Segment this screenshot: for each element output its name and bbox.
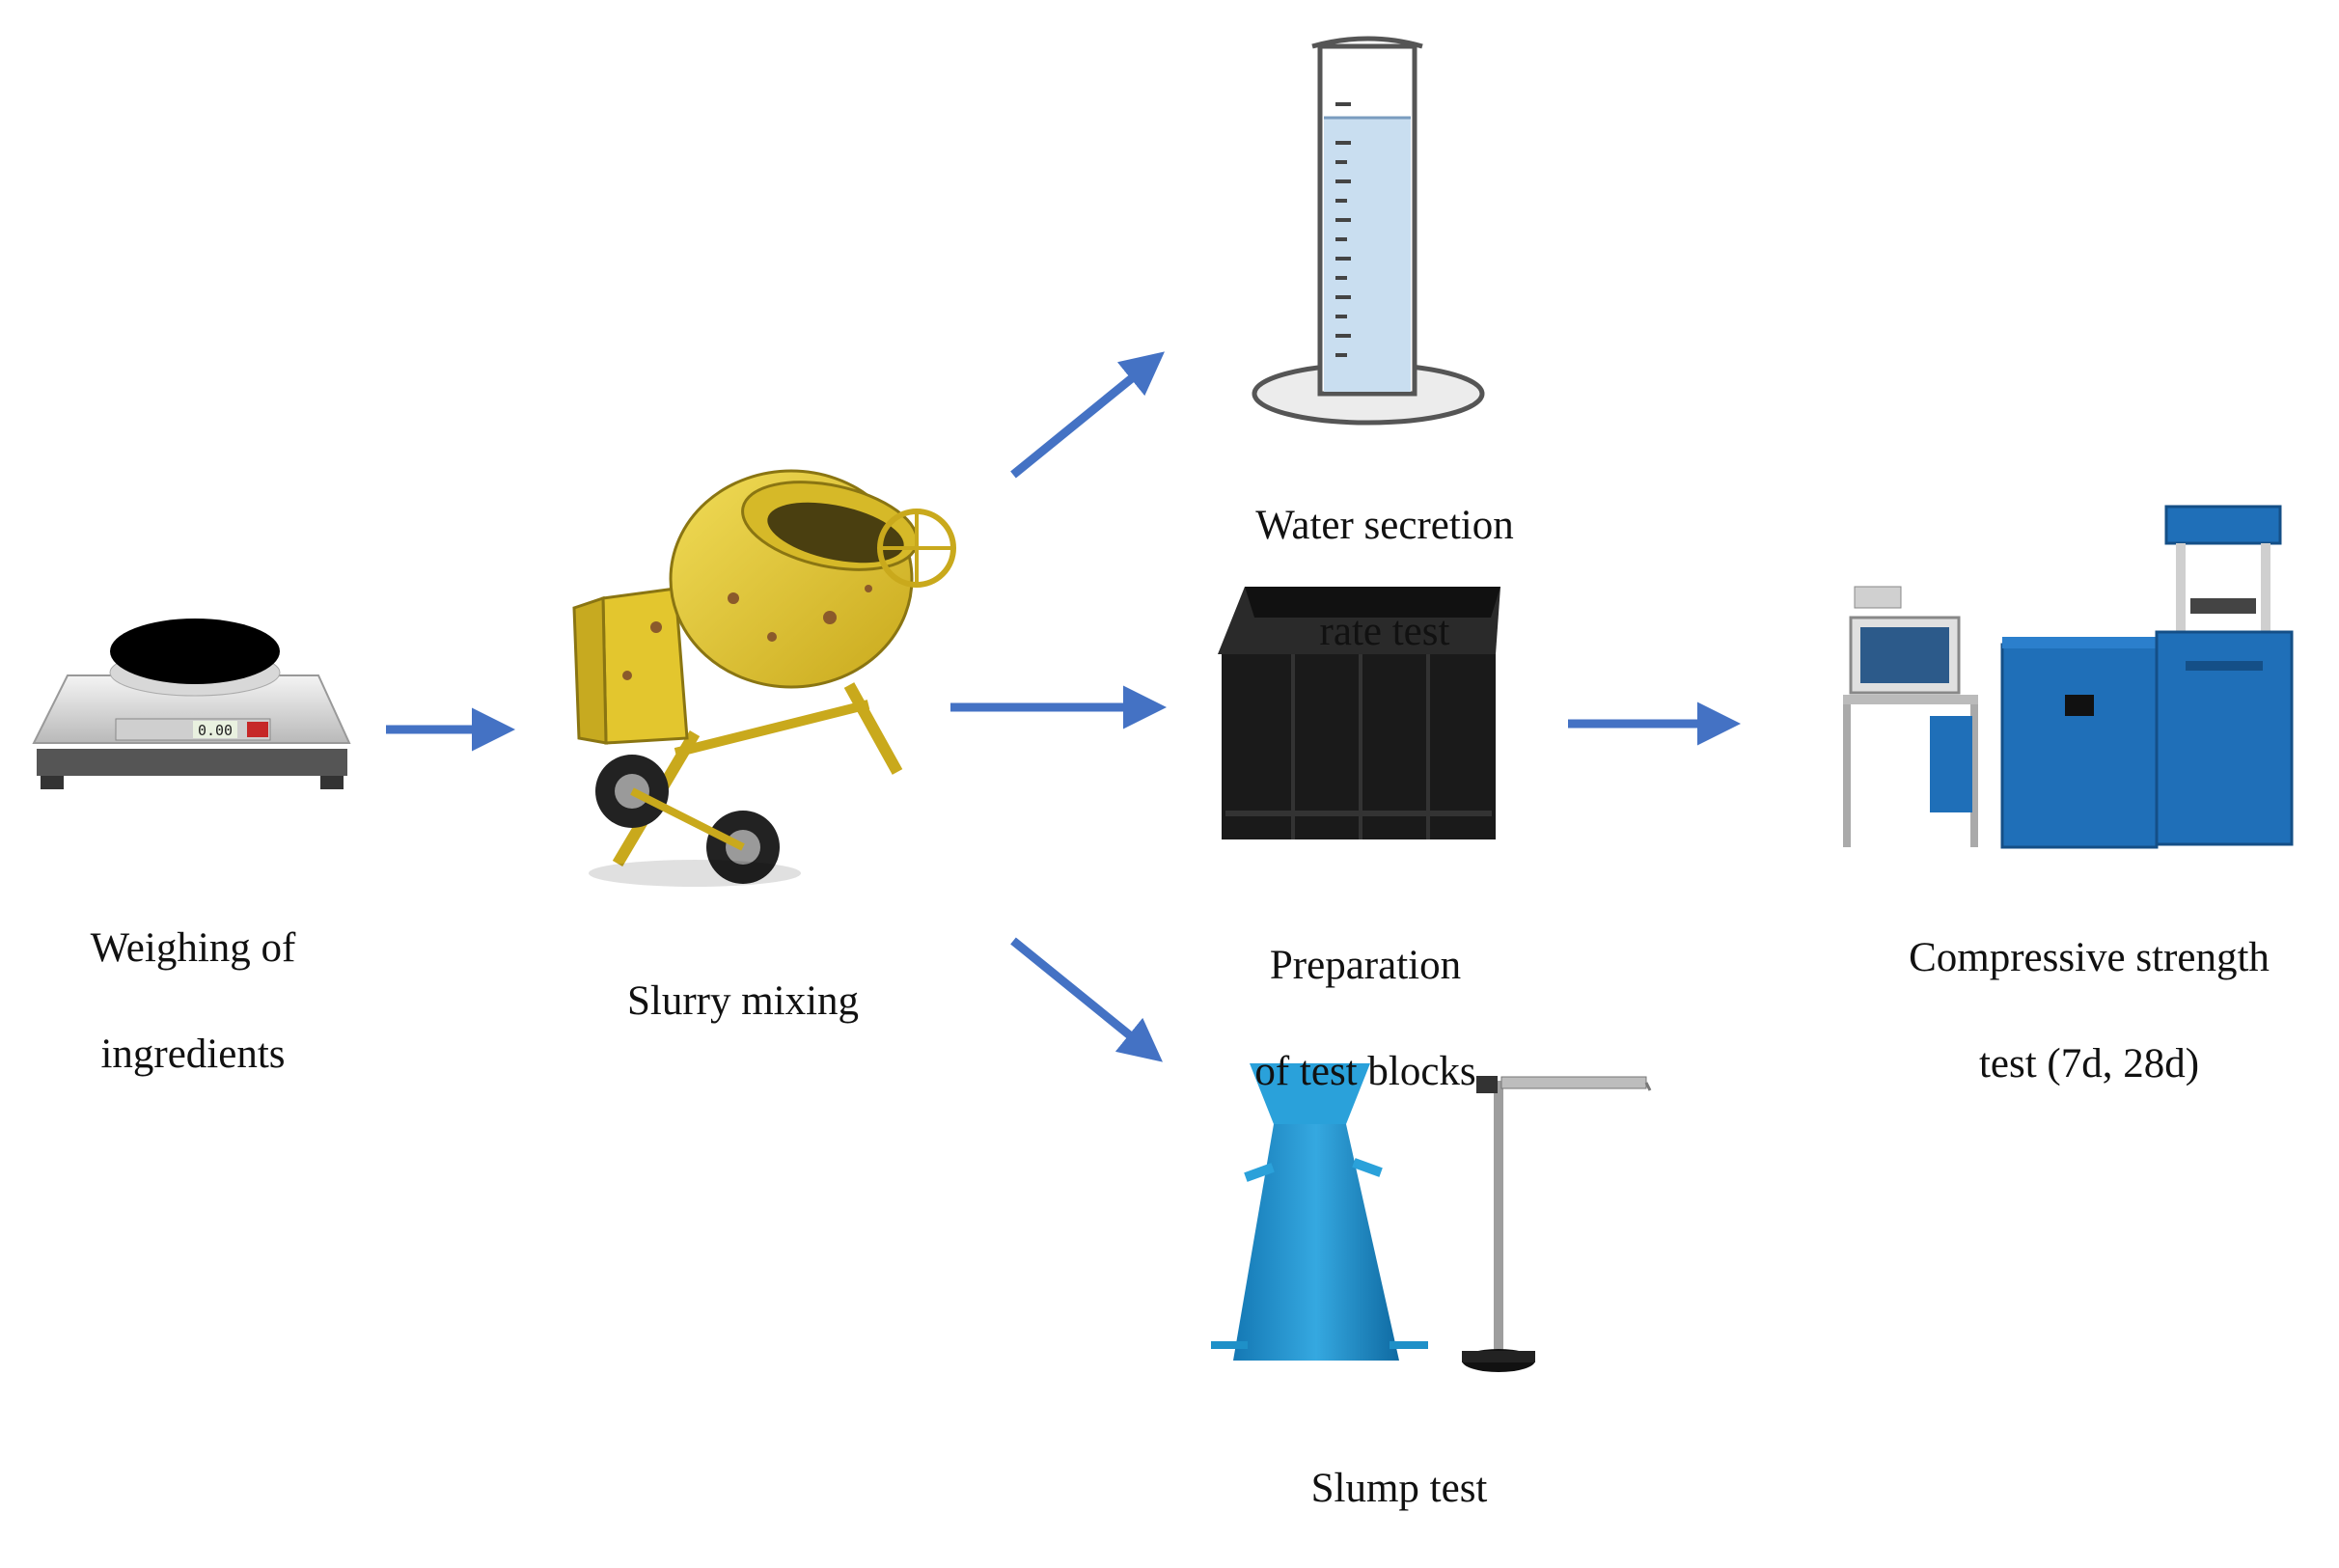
graduated-cylinder-icon — [1252, 36, 1485, 426]
label-weighing: Weighing of ingredients — [39, 868, 347, 1134]
scale-icon: 0.00 — [32, 619, 351, 789]
scale-display: 0.00 — [198, 722, 233, 739]
label-compressive: Compressive strength test (7d, 28d) — [1853, 878, 2325, 1143]
test-mold-icon — [1218, 587, 1500, 839]
label-blocks-line1: Preparation — [1269, 943, 1462, 988]
label-slump-line1: Slump test — [1310, 1466, 1488, 1511]
label-weighing-line1: Weighing of — [90, 925, 296, 971]
label-weighing-line2: ingredients — [100, 1032, 286, 1077]
label-mixing-line1: Slurry mixing — [626, 978, 860, 1024]
flow-arrows — [386, 351, 1741, 1062]
slump-ruler-icon — [1462, 1076, 1652, 1372]
arrow-mixing-to-slump — [1010, 937, 1163, 1062]
label-blocks-line2: of test blocks — [1254, 1049, 1476, 1094]
process-flow-diagram: 0.00 — [32, 36, 2294, 1372]
label-slump: Slump test — [1235, 1409, 1563, 1568]
slump-cone-icon — [1211, 1063, 1428, 1361]
label-mixing: Slurry mixing — [569, 922, 917, 1081]
label-blocks: Preparation of test blocks — [1187, 886, 1544, 1151]
compression-machine-icon — [1843, 505, 2294, 849]
label-water: Water secretion rate test — [1197, 446, 1573, 711]
arrow-mixing-to-water — [1010, 351, 1165, 479]
label-water-line2: rate test — [1319, 609, 1450, 654]
label-compressive-line1: Compressive strength — [1909, 935, 2270, 980]
label-compressive-line2: test (7d, 28d) — [1978, 1041, 2200, 1087]
label-water-line1: Water secretion — [1255, 503, 1514, 548]
cylinder-tick-marks — [1335, 102, 1351, 357]
concrete-mixer-icon — [572, 469, 956, 887]
